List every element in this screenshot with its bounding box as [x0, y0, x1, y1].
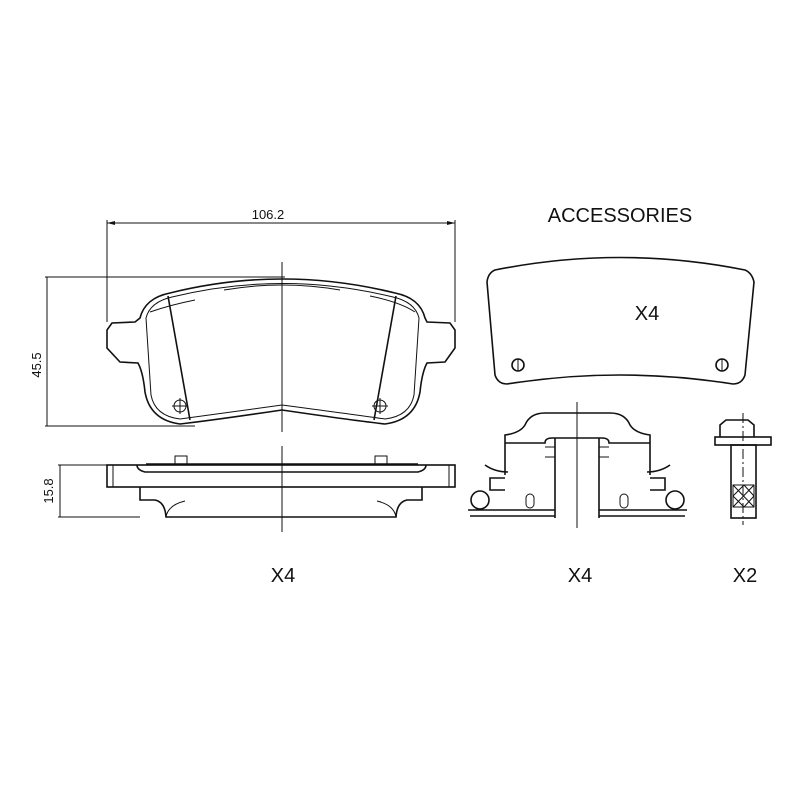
brake-pad-side-view: 15.8 [41, 446, 456, 532]
brake-pad-front-view [106, 262, 456, 432]
bolt-quantity: X2 [733, 565, 757, 587]
width-label: 106.2 [252, 207, 285, 222]
thickness-label: 15.8 [41, 478, 56, 503]
guide-bolt [714, 413, 772, 525]
shim: X4 [486, 256, 755, 385]
retaining-clip [468, 402, 687, 528]
clip-quantity: X4 [568, 565, 592, 587]
shim-quantity: X4 [635, 303, 659, 325]
height-label: 45.5 [29, 352, 44, 377]
accessories-title: ACCESSORIES [548, 205, 692, 227]
height-dimension: 45.5 [29, 276, 285, 427]
width-dimension: 106.2 [106, 207, 456, 322]
pad-quantity: X4 [271, 565, 295, 587]
